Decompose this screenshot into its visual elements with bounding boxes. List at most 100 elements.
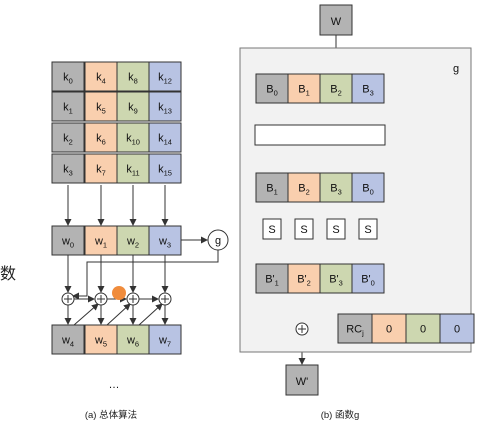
sbox-1 [294, 218, 314, 240]
key-label-2-1: k6 [96, 133, 106, 147]
b-label-top-0: B0 [266, 84, 278, 98]
w-label-top-1: w1 [94, 236, 107, 250]
key-cell-1-0 [51, 91, 85, 122]
sbox-3 [358, 218, 378, 240]
cursor-marker [112, 286, 126, 300]
w-input-label: W [331, 16, 342, 28]
b-label-bottom-3-base: B' [361, 274, 370, 286]
w-feedback-diag-1 [106, 303, 131, 326]
w-output-box [285, 364, 319, 396]
w-cell-top-1 [84, 225, 118, 256]
rc-label-3-base: 0 [454, 324, 460, 336]
w-label-bottom-1-subscript: 5 [103, 340, 107, 349]
w-cell-bottom-3 [148, 324, 182, 355]
xor-node-top-3-symbol [161, 295, 169, 303]
w-feedback-diag-0 [73, 303, 99, 326]
rc-label-0: RCj [346, 324, 364, 338]
b-label-bottom-2: B'3 [329, 274, 343, 288]
key-label-3-3: k15 [158, 164, 172, 178]
w-label-bottom-3-base: w [158, 335, 167, 347]
b-label-mid-3-subscript: 0 [370, 188, 374, 197]
key-cell-3-0 [51, 153, 85, 184]
key-label-0-1-base: k [96, 72, 102, 84]
key-label-3-3-subscript: 15 [164, 169, 172, 178]
w-label-top-0-base: w [61, 236, 70, 248]
b-label-mid-3: B0 [362, 183, 374, 197]
key-label-2-0-subscript: 2 [69, 138, 73, 147]
sbox-0 [262, 218, 282, 240]
key-cell-3-1 [84, 153, 118, 184]
key-label-1-3-subscript: 13 [164, 107, 172, 116]
caption-a: (a) 总体算法 [85, 409, 137, 421]
w-cell-top-0 [51, 225, 85, 256]
key-cell-3-2 [116, 153, 150, 184]
rc-label-3: 0 [454, 324, 460, 336]
b-cell-bottom-3 [351, 263, 385, 294]
rotation-box [254, 124, 386, 146]
sbox-label-3: S [364, 224, 371, 236]
key-label-0-0: k0 [63, 72, 73, 86]
w-label-top-0-subscript: 0 [70, 241, 74, 250]
b-label-bottom-2-base: B' [329, 274, 338, 286]
key-label-3-2-base: k [126, 164, 132, 176]
rc-cell-2 [405, 313, 441, 344]
b-label-top-2-subscript: 2 [338, 89, 342, 98]
sbox-label-2: S [332, 224, 339, 236]
key-label-1-3: k13 [158, 102, 172, 116]
w-label-bottom-2-base: w [126, 335, 135, 347]
key-cell-2-2 [116, 122, 150, 153]
rc-label-0-subscript: j [361, 329, 364, 338]
key-cell-1-1 [84, 91, 118, 122]
b-label-top-1: B1 [298, 84, 310, 98]
b-label-top-1-base: B [298, 84, 305, 96]
w-feedback-diag-2 [138, 303, 163, 326]
g-output-feedback-line [72, 250, 219, 300]
b-label-top-2: B2 [330, 84, 342, 98]
g-panel-label: g [453, 63, 459, 75]
b-label-top-2-base: B [330, 84, 337, 96]
b-label-bottom-0-subscript: 1 [275, 279, 279, 288]
b-label-top-0-base: B [266, 84, 273, 96]
b-label-mid-0-subscript: 1 [274, 188, 278, 197]
key-label-2-3-subscript: 14 [164, 138, 172, 147]
key-label-0-3: k12 [158, 72, 172, 86]
w-label-top-3-subscript: 3 [167, 241, 171, 250]
b-label-mid-1: B2 [298, 183, 310, 197]
key-label-0-1-subscript: 4 [102, 77, 106, 86]
key-label-3-3-base: k [158, 164, 164, 176]
b-cell-top-2 [319, 73, 353, 104]
key-label-2-2-subscript: 10 [132, 138, 140, 147]
key-cell-3-3 [148, 153, 182, 184]
key-label-3-1-base: k [96, 164, 102, 176]
key-label-0-0-subscript: 0 [69, 77, 73, 86]
rc-label-0-base: RC [346, 324, 362, 336]
w-label-bottom-0-base: w [61, 335, 70, 347]
w-label-bottom-1-base: w [94, 335, 103, 347]
key-label-2-0-base: k [63, 133, 69, 145]
key-cell-0-0 [51, 61, 85, 92]
b-label-top-0-subscript: 0 [274, 89, 278, 98]
continuation-ellipsis: … [109, 379, 120, 391]
b-label-bottom-0-base: B' [265, 274, 274, 286]
key-label-1-1: k5 [96, 102, 106, 116]
caption-b: (b) 函数g [321, 409, 360, 421]
key-label-1-1-subscript: 5 [102, 107, 106, 116]
b-label-top-3-base: B [362, 84, 369, 96]
key-cell-2-1 [84, 122, 118, 153]
b-cell-mid-0 [255, 172, 289, 203]
w-label-top-1-subscript: 1 [103, 241, 107, 250]
key-label-2-1-subscript: 6 [102, 138, 106, 147]
b-label-top-1-subscript: 1 [306, 89, 310, 98]
b-label-bottom-1-base: B' [297, 274, 306, 286]
key-label-3-1-subscript: 7 [102, 169, 106, 178]
rc-cell-3 [439, 313, 475, 344]
w-label-bottom-2: w6 [126, 335, 139, 349]
key-cell-0-1 [84, 61, 118, 92]
rc-cell-0 [337, 313, 373, 344]
w-label-top-3-base: w [158, 236, 167, 248]
w-label-bottom-0-subscript: 4 [70, 340, 74, 349]
xor-node-top-1-symbol [97, 295, 105, 303]
key-cell-2-0 [51, 122, 85, 153]
b-label-bottom-3-subscript: 0 [371, 279, 375, 288]
